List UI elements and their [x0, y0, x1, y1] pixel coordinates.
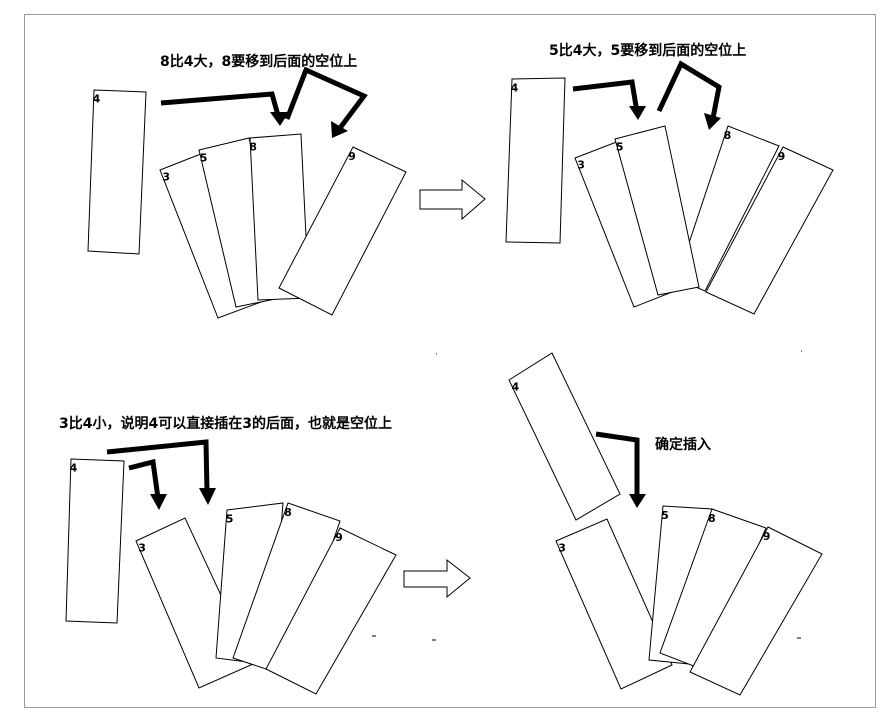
card-9: 9 [265, 527, 397, 695]
card-8-label: 8 [249, 140, 257, 153]
panel-1-cards: 4 3 5 8 9 [87, 89, 407, 319]
card-9-label: 9 [335, 531, 343, 544]
panel-4-caption: 确定插入 [655, 437, 711, 453]
panel-2-caption: 5比4大，5要移到后面的空位上 [549, 43, 747, 59]
card-9: 9 [689, 526, 823, 696]
card-4-outline [65, 458, 125, 624]
card-4: 4 [508, 352, 621, 521]
card-8-label: 8 [724, 129, 732, 142]
card-8: 8 [676, 125, 780, 292]
card-4-outline [87, 89, 147, 255]
panel-3-caption: 3比4小，说明4可以直接插在3的后面，也就是空位上 [59, 416, 392, 432]
card-9: 9 [278, 146, 407, 316]
card-4: 4 [65, 458, 125, 624]
card-3-label: 3 [138, 542, 146, 555]
cards-layer: 4 3 5 8 9 4 3 8 9 5 4 3 5 8 9 4 3 5 8 9 [65, 77, 834, 696]
card-5-label: 5 [661, 509, 669, 522]
panel-4-cards: 4 3 5 8 9 [508, 352, 823, 696]
card-9-outline [705, 146, 834, 315]
move-arrow-5-to-gap [656, 60, 722, 130]
panel-3-cards: 4 3 5 8 9 [65, 458, 397, 695]
card-9-outline [265, 527, 397, 695]
card-5: 5 [614, 125, 700, 296]
card-4-label: 4 [70, 462, 78, 475]
card-9-label: 9 [778, 150, 786, 163]
arrows-layer [106, 60, 802, 641]
move-arrow-4-to-3 [128, 458, 167, 510]
card-4: 4 [505, 77, 566, 244]
right-block-arrow-icon [419, 178, 486, 221]
panel-1-caption: 8比4大，8要移到后面的空位上 [160, 54, 358, 70]
card-4-label: 4 [93, 93, 101, 106]
card-5-label: 5 [226, 513, 234, 526]
card-9-outline [278, 146, 407, 316]
card-9-label: 9 [763, 530, 771, 543]
card-8-label: 8 [284, 506, 292, 519]
card-4-label: 4 [511, 380, 519, 393]
card-8-label: 8 [708, 512, 716, 525]
move-arrow-4-to-5 [572, 79, 646, 120]
card-3-label: 3 [162, 171, 170, 184]
card-9-label: 9 [348, 150, 356, 163]
right-block-arrow-icon [403, 558, 471, 599]
panel-2-cards: 4 3 8 9 5 [505, 77, 834, 315]
card-4-label: 4 [511, 82, 519, 95]
card-5-outline [614, 125, 700, 296]
insert-arrow [595, 431, 646, 508]
card-4-outline [508, 352, 621, 521]
card-3-label: 3 [558, 542, 566, 555]
card-3: 3 [555, 518, 673, 690]
card-3-outline [555, 518, 673, 690]
card-3-label: 3 [577, 159, 585, 172]
move-arrow-4-to-gap [106, 439, 216, 505]
move-arrow-4-to-8 [160, 91, 289, 126]
card-8-outline [676, 125, 780, 292]
card-9-outline [689, 526, 823, 696]
card-5-label: 5 [616, 141, 624, 154]
card-9: 9 [705, 146, 834, 315]
card-4: 4 [87, 89, 147, 255]
card-4-outline [505, 77, 566, 244]
card-5-label: 5 [200, 152, 208, 165]
move-arrow-8-to-gap [284, 66, 368, 138]
